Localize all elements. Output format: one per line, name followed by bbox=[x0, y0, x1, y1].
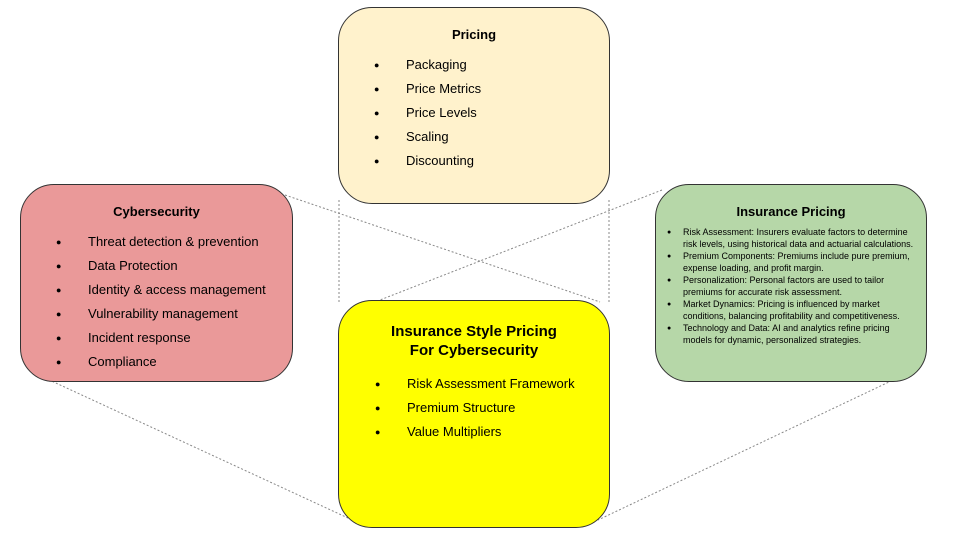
center-list: Risk Assessment Framework Premium Struct… bbox=[375, 372, 609, 444]
list-item: Packaging bbox=[374, 53, 609, 77]
list-item: Premium Structure bbox=[375, 396, 609, 420]
list-item: Value Multipliers bbox=[375, 420, 609, 444]
connector-line bbox=[44, 377, 349, 519]
list-item: Price Levels bbox=[374, 101, 609, 125]
center-title-line2: For Cybersecurity bbox=[409, 342, 539, 359]
insurance-pricing-title: Insurance Pricing bbox=[736, 204, 846, 219]
list-item: Risk Assessment: Insurers evaluate facto… bbox=[667, 227, 916, 250]
insurance-pricing-box: Insurance Pricing Risk Assessment: Insur… bbox=[655, 184, 927, 382]
insurance-pricing-list: Risk Assessment: Insurers evaluate facto… bbox=[667, 227, 916, 346]
list-item: Market Dynamics: Pricing is influenced b… bbox=[667, 299, 916, 322]
cybersecurity-list: Threat detection & prevention Data Prote… bbox=[56, 230, 292, 374]
list-item: Identity & access management bbox=[56, 278, 292, 302]
list-item: Risk Assessment Framework bbox=[375, 372, 609, 396]
list-item: Scaling bbox=[374, 125, 609, 149]
connector-line bbox=[284, 194, 601, 303]
pricing-list: Packaging Price Metrics Price Levels Sca… bbox=[374, 53, 609, 173]
list-item: Incident response bbox=[56, 326, 292, 350]
cybersecurity-title: Cybersecurity bbox=[113, 204, 200, 219]
pricing-title: Pricing bbox=[451, 27, 497, 42]
cybersecurity-box: Cybersecurity Threat detection & prevent… bbox=[20, 184, 293, 382]
center-title-line1: Insurance Style Pricing bbox=[391, 323, 557, 340]
list-item: Compliance bbox=[56, 350, 292, 374]
list-item: Discounting bbox=[374, 149, 609, 173]
pricing-box: Pricing Packaging Price Metrics Price Le… bbox=[338, 7, 610, 204]
list-item: Premium Components: Premiums include pur… bbox=[667, 251, 916, 274]
list-item: Vulnerability management bbox=[56, 302, 292, 326]
connector-line bbox=[597, 371, 911, 521]
list-item: Threat detection & prevention bbox=[56, 230, 292, 254]
list-item: Price Metrics bbox=[374, 77, 609, 101]
center-box: Insurance Style Pricing For Cybersecurit… bbox=[338, 300, 610, 528]
list-item: Technology and Data: AI and analytics re… bbox=[667, 323, 916, 346]
connector-line bbox=[379, 189, 663, 301]
center-title: Insurance Style Pricing For Cybersecurit… bbox=[339, 322, 609, 360]
list-item: Personalization: Personal factors are us… bbox=[667, 275, 916, 298]
list-item: Data Protection bbox=[56, 254, 292, 278]
